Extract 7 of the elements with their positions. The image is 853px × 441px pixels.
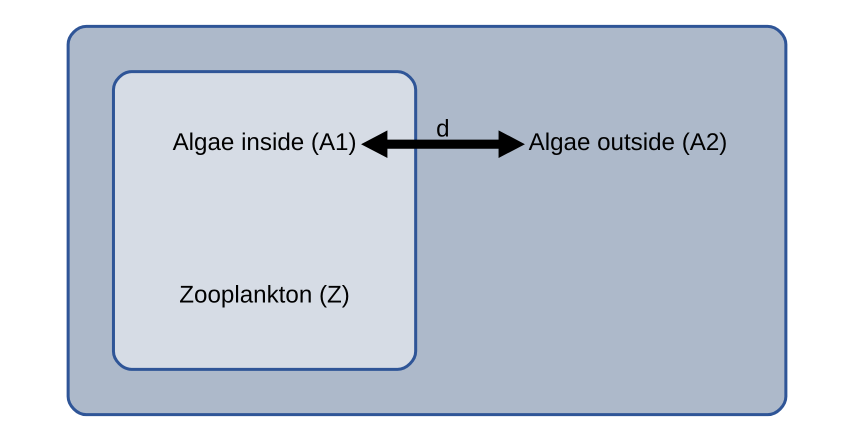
cluster <box>66 24 787 416</box>
edge-label: d <box>436 115 450 142</box>
cluster <box>111 70 417 371</box>
node-text: Algae outside (A2) <box>528 128 727 156</box>
arrow <box>360 130 524 158</box>
node-text: Zooplankton (Z) <box>178 282 350 309</box>
node-text: Algae inside (A1) <box>172 128 356 156</box>
